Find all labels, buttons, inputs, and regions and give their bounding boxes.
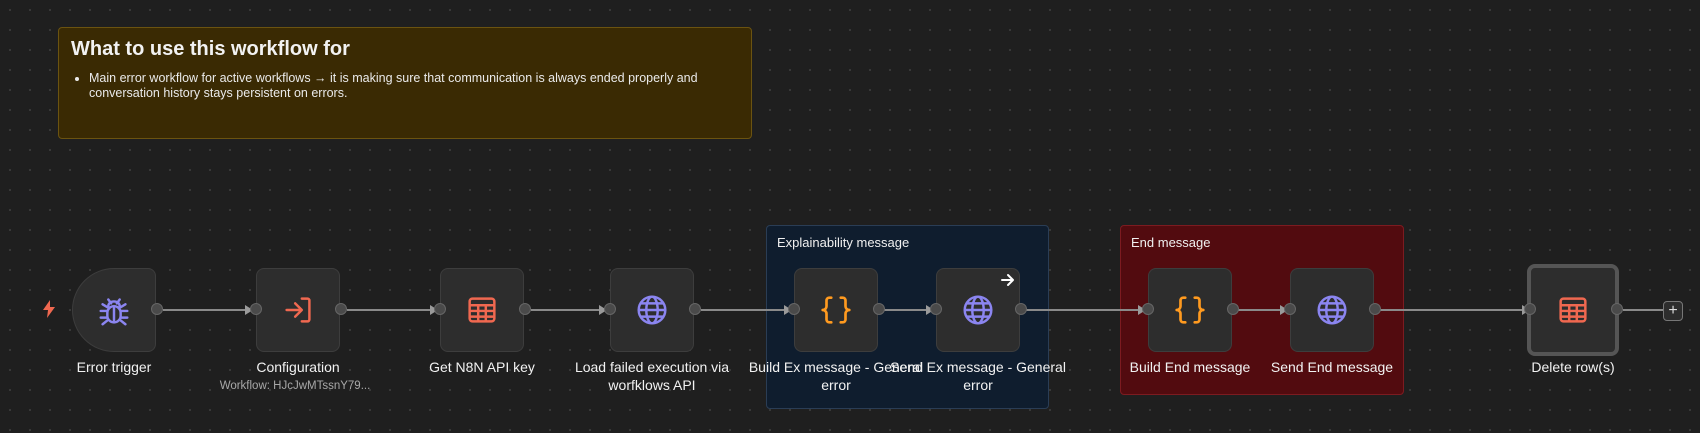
output-port[interactable] <box>1015 303 1027 315</box>
node-label: Get N8N API key <box>429 359 535 375</box>
node-label: Send End message <box>1270 359 1394 375</box>
arrow-right-icon <box>1001 274 1014 286</box>
node-delete-rows[interactable] <box>1527 264 1619 356</box>
connection-line[interactable] <box>163 309 248 311</box>
input-port[interactable] <box>1142 303 1154 315</box>
node-sublabel: Workflow: HJcJwMTssnY79... <box>219 380 371 392</box>
sticky-note-bullet: Main error workflow for active workflows… <box>89 71 739 101</box>
connection-line[interactable] <box>347 309 433 311</box>
output-port[interactable] <box>1227 303 1239 315</box>
input-port[interactable] <box>434 303 446 315</box>
connection-line[interactable] <box>1380 309 1525 311</box>
node-configuration[interactable] <box>256 268 340 352</box>
globe-icon <box>637 295 667 325</box>
node-send-end-message[interactable] <box>1290 268 1374 352</box>
sticky-note-title: Explainability message <box>777 235 910 250</box>
node-label: Delete row(s) <box>1531 359 1615 375</box>
connection-line[interactable] <box>531 309 602 311</box>
input-port[interactable] <box>788 303 800 315</box>
node-send-ex-message[interactable] <box>936 268 1020 352</box>
connection-line[interactable] <box>701 309 787 311</box>
input-port[interactable] <box>930 303 942 315</box>
connection-line[interactable] <box>1238 309 1283 311</box>
table-icon <box>1559 297 1587 323</box>
bug-icon <box>99 298 129 326</box>
globe-icon <box>963 295 993 325</box>
node-label: Build Ex message - General error <box>748 359 924 393</box>
connection-line[interactable] <box>1026 309 1141 311</box>
connection-line[interactable] <box>1623 309 1663 311</box>
connection-arrow <box>599 305 607 315</box>
globe-icon <box>1317 295 1347 325</box>
sign-in-icon <box>285 297 311 323</box>
sticky-note-list: Main error workflow for active workflows… <box>71 71 739 101</box>
braces-icon <box>821 296 851 324</box>
node-build-ex-message[interactable] <box>794 268 878 352</box>
output-port[interactable] <box>1369 303 1381 315</box>
sticky-note-title: What to use this workflow for <box>71 38 350 60</box>
input-port[interactable] <box>250 303 262 315</box>
node-get-n8n-api-key[interactable] <box>440 268 524 352</box>
node-label: Load failed execution via worfklows API <box>574 359 730 393</box>
output-port[interactable] <box>1611 303 1623 315</box>
connection-arrow <box>245 305 253 315</box>
output-port[interactable] <box>519 303 531 315</box>
sticky-note-title: End message <box>1131 235 1211 250</box>
node-label: Configuration <box>256 359 340 375</box>
node-load-failed-execution[interactable] <box>610 268 694 352</box>
connection-line[interactable] <box>884 309 929 311</box>
sticky-note-usage[interactable]: What to use this workflow for Main error… <box>58 27 752 139</box>
output-port[interactable] <box>335 303 347 315</box>
node-error-trigger[interactable] <box>72 268 156 352</box>
table-icon <box>468 297 496 323</box>
node-label: Send Ex message - General error <box>890 359 1066 393</box>
input-port[interactable] <box>1284 303 1296 315</box>
output-port[interactable] <box>689 303 701 315</box>
braces-icon <box>1175 296 1205 324</box>
node-label: Error trigger <box>76 359 152 375</box>
node-build-end-message[interactable] <box>1148 268 1232 352</box>
input-port[interactable] <box>1524 303 1536 315</box>
bolt-icon <box>43 300 55 318</box>
output-port[interactable] <box>873 303 885 315</box>
input-port[interactable] <box>604 303 616 315</box>
node-label: Build End message <box>1129 359 1251 375</box>
output-port[interactable] <box>151 303 163 315</box>
add-node-button[interactable]: + <box>1663 301 1683 321</box>
